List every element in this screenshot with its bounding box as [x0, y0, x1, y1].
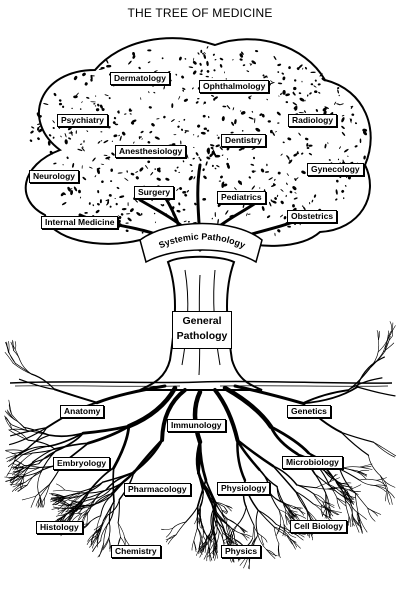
diagram-title: THE TREE OF MEDICINE — [127, 6, 273, 20]
root-label-genetics: Genetics — [287, 405, 331, 418]
root-label-physics: Physics — [221, 545, 262, 558]
root-label-immunology: Immunology — [167, 419, 226, 432]
branch-label-obstetrics: Obstetrics — [287, 210, 338, 223]
branch-label-surgery: Surgery — [134, 186, 175, 199]
branch-label-pediatrics: Pediatrics — [217, 191, 266, 204]
root-label-physiology: Physiology — [217, 482, 271, 495]
tree-canopy — [24, 37, 372, 249]
general-pathology-line-1: General — [182, 315, 222, 327]
branch-label-anesthesiology: Anesthesiology — [115, 145, 187, 158]
root-label-histology: Histology — [36, 521, 83, 534]
root-label-cell-biology: Cell Biology — [290, 520, 348, 533]
root-label-embryology: Embryology — [53, 457, 111, 470]
branch-label-radiology: Radiology — [288, 114, 338, 127]
root-label-anatomy: Anatomy — [60, 405, 105, 418]
general-pathology-line-2: Pathology — [176, 330, 228, 342]
branch-label-neurology: Neurology — [29, 170, 80, 183]
branch-label-ophthalmology: Ophthalmology — [199, 80, 270, 93]
branch-label-psychiatry: Psychiatry — [57, 114, 108, 127]
branch-label-dentistry: Dentistry — [221, 134, 266, 147]
branch-label-internal-medicine: Internal Medicine — [41, 216, 119, 229]
systemic-pathology-band: Systemic Pathology — [139, 222, 263, 264]
general-pathology-label: General Pathology — [172, 311, 232, 349]
branch-label-gynecology: Gynecology — [307, 163, 364, 176]
root-label-pharmacology: Pharmacology — [124, 483, 191, 496]
branch-label-dermatology: Dermatology — [110, 72, 170, 85]
root-label-microbiology: Microbiology — [282, 456, 343, 469]
tree-roots — [4, 321, 397, 570]
root-label-chemistry: Chemistry — [111, 545, 161, 558]
